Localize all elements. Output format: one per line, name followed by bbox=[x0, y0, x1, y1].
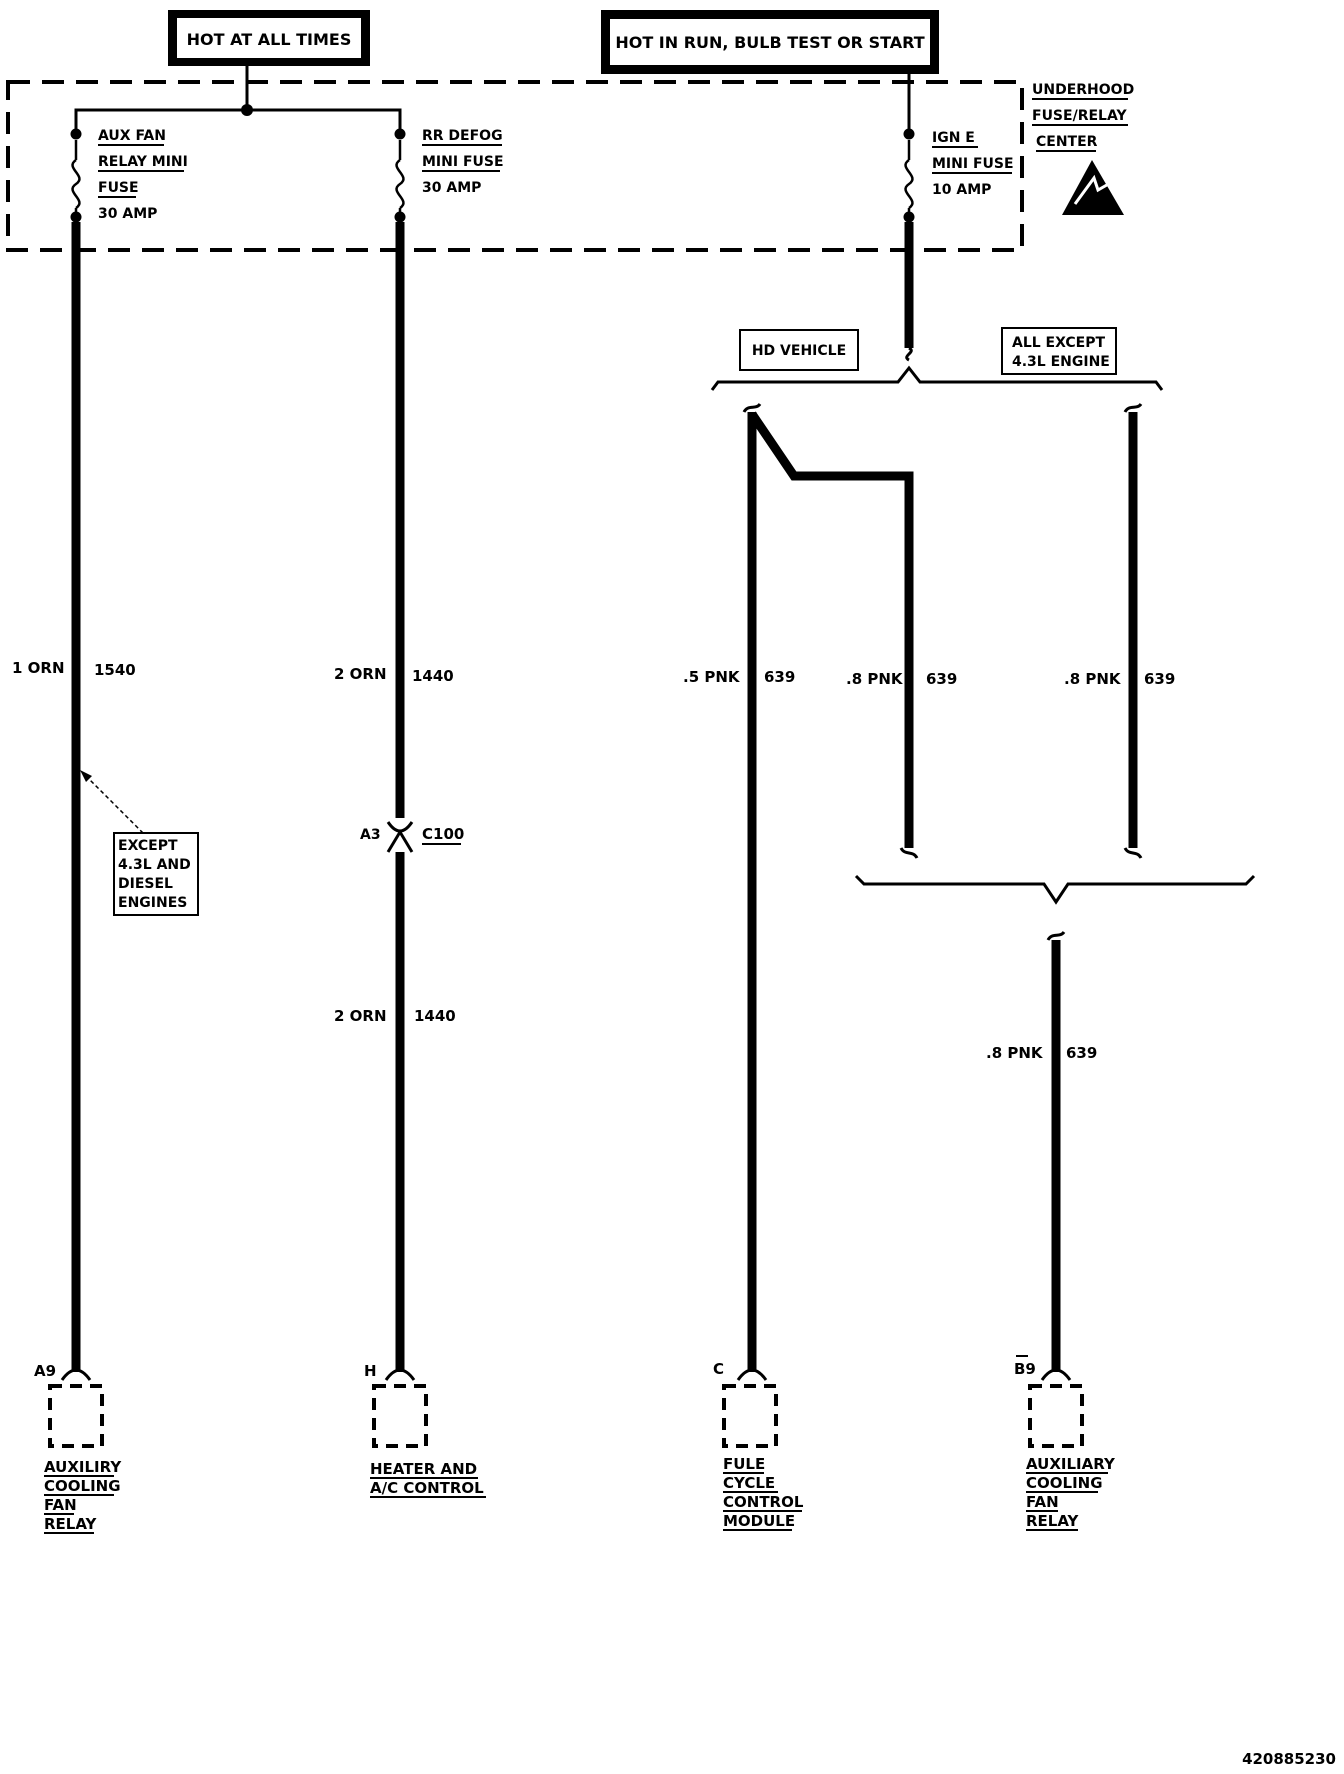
note-line2: 4.3L AND bbox=[118, 857, 191, 873]
wire-639b-color: .8 PNK bbox=[846, 670, 904, 688]
terminal-b9 bbox=[1028, 1368, 1084, 1448]
fuse-center-line2: FUSE/RELAY bbox=[1032, 108, 1127, 124]
terminal-h-name-line1: HEATER AND bbox=[370, 1460, 477, 1478]
aux-fan-fuse-line2: RELAY MINI bbox=[98, 154, 188, 170]
c100-pin: A3 bbox=[360, 827, 381, 843]
aux-fan-fuse-icon bbox=[70, 128, 82, 223]
except-engines-note: EXCEPT 4.3L AND DIESEL ENGINES bbox=[80, 770, 199, 916]
wire-1540-color: 1 ORN bbox=[12, 659, 65, 677]
terminal-c-pin: C bbox=[713, 1360, 724, 1378]
terminal-h-name-line2: A/C CONTROL bbox=[370, 1479, 484, 1497]
esd-warning-icon bbox=[1062, 160, 1124, 215]
wire-1440-color: 2 ORN bbox=[334, 665, 387, 683]
terminal-b9-pin: B9 bbox=[1014, 1360, 1036, 1378]
rr-defog-fuse-line1: RR DEFOG bbox=[422, 128, 503, 144]
terminal-a9 bbox=[48, 1368, 104, 1448]
option-brace-top bbox=[710, 365, 1164, 391]
note-line1: EXCEPT bbox=[118, 838, 178, 854]
terminal-b9-name-line2: COOLING bbox=[1026, 1474, 1103, 1492]
hot-in-run-box: HOT IN RUN, BULB TEST OR START bbox=[601, 10, 939, 74]
all-except-option: ALL EXCEPT 4.3L ENGINE bbox=[1001, 327, 1117, 375]
aux-fan-fuse-line3: FUSE bbox=[98, 180, 139, 196]
ign-e-fuse-line1: IGN E bbox=[932, 130, 975, 146]
fuse-bus-bar bbox=[74, 108, 402, 130]
terminal-a9-name-line3: FAN bbox=[44, 1496, 77, 1514]
wire-1540-circuit: 1540 bbox=[94, 661, 136, 679]
fuse-center-line3: CENTER bbox=[1036, 134, 1098, 150]
terminal-c-name-line4: MODULE bbox=[723, 1512, 795, 1530]
wire-639a-circuit: 639 bbox=[764, 668, 795, 686]
hot-at-all-times-label: HOT AT ALL TIMES bbox=[187, 30, 352, 49]
all-except-line2: 4.3L ENGINE bbox=[1012, 354, 1110, 370]
wire-639c-circuit: 639 bbox=[1144, 670, 1175, 688]
rr-defog-fuse-rating: 30 AMP bbox=[422, 180, 481, 196]
wire-1440b-color: 2 ORN bbox=[334, 1007, 387, 1025]
wire-639a-color: .5 PNK bbox=[683, 668, 741, 686]
aux-fan-fuse-rating: 30 AMP bbox=[98, 206, 157, 222]
wire-639-hd-branch bbox=[748, 411, 914, 848]
terminal-a9-name-line4: RELAY bbox=[44, 1515, 98, 1533]
terminal-a9-name-line1: AUXILIRY bbox=[44, 1458, 122, 1476]
ign-e-fuse-icon bbox=[903, 128, 915, 223]
all-except-line1: ALL EXCEPT bbox=[1012, 335, 1106, 351]
note-line4: ENGINES bbox=[118, 895, 187, 911]
hd-vehicle-label: HD VEHICLE bbox=[752, 343, 846, 359]
terminal-c-name-line3: CONTROL bbox=[723, 1493, 804, 1511]
c100-name: C100 bbox=[422, 825, 464, 843]
terminal-a9-name-line2: COOLING bbox=[44, 1477, 121, 1495]
terminal-c-name-line1: FULE bbox=[723, 1455, 765, 1473]
terminal-c bbox=[722, 1368, 778, 1448]
ign-e-fuse-line2: MINI FUSE bbox=[932, 156, 1014, 172]
figure-id: 420885230 bbox=[1242, 1750, 1336, 1768]
c100-connector-icon bbox=[386, 821, 414, 853]
option-brace-bottom bbox=[854, 874, 1256, 905]
rr-defog-fuse-icon bbox=[394, 128, 406, 223]
terminal-b9-name-line4: RELAY bbox=[1026, 1512, 1080, 1530]
aux-fan-fuse-line1: AUX FAN bbox=[98, 128, 166, 144]
terminal-h bbox=[372, 1368, 428, 1448]
terminal-a9-pin: A9 bbox=[34, 1362, 56, 1380]
terminal-b9-name-line1: AUXILIARY bbox=[1026, 1455, 1116, 1473]
hot-at-all-times-box: HOT AT ALL TIMES bbox=[168, 10, 370, 66]
wire-639d-color: .8 PNK bbox=[986, 1044, 1044, 1062]
note-line3: DIESEL bbox=[118, 876, 173, 892]
terminal-c-name-line2: CYCLE bbox=[723, 1474, 775, 1492]
terminal-h-pin: H bbox=[364, 1362, 377, 1380]
wire-639d-circuit: 639 bbox=[1066, 1044, 1097, 1062]
wire-1440-circuit: 1440 bbox=[412, 667, 454, 685]
fuse-center-boundary bbox=[6, 80, 1024, 252]
wire-639b-circuit: 639 bbox=[926, 670, 957, 688]
wire-1440b-circuit: 1440 bbox=[414, 1007, 456, 1025]
ign-e-fuse-rating: 10 AMP bbox=[932, 182, 991, 198]
terminal-b9-name-line3: FAN bbox=[1026, 1493, 1059, 1511]
hot-in-run-label: HOT IN RUN, BULB TEST OR START bbox=[615, 33, 924, 52]
fuse-center-line1: UNDERHOOD bbox=[1032, 82, 1134, 98]
bus-splice bbox=[241, 104, 253, 116]
wire-639c-color: .8 PNK bbox=[1064, 670, 1122, 688]
hd-vehicle-option: HD VEHICLE bbox=[739, 329, 859, 371]
rr-defog-fuse-line2: MINI FUSE bbox=[422, 154, 504, 170]
